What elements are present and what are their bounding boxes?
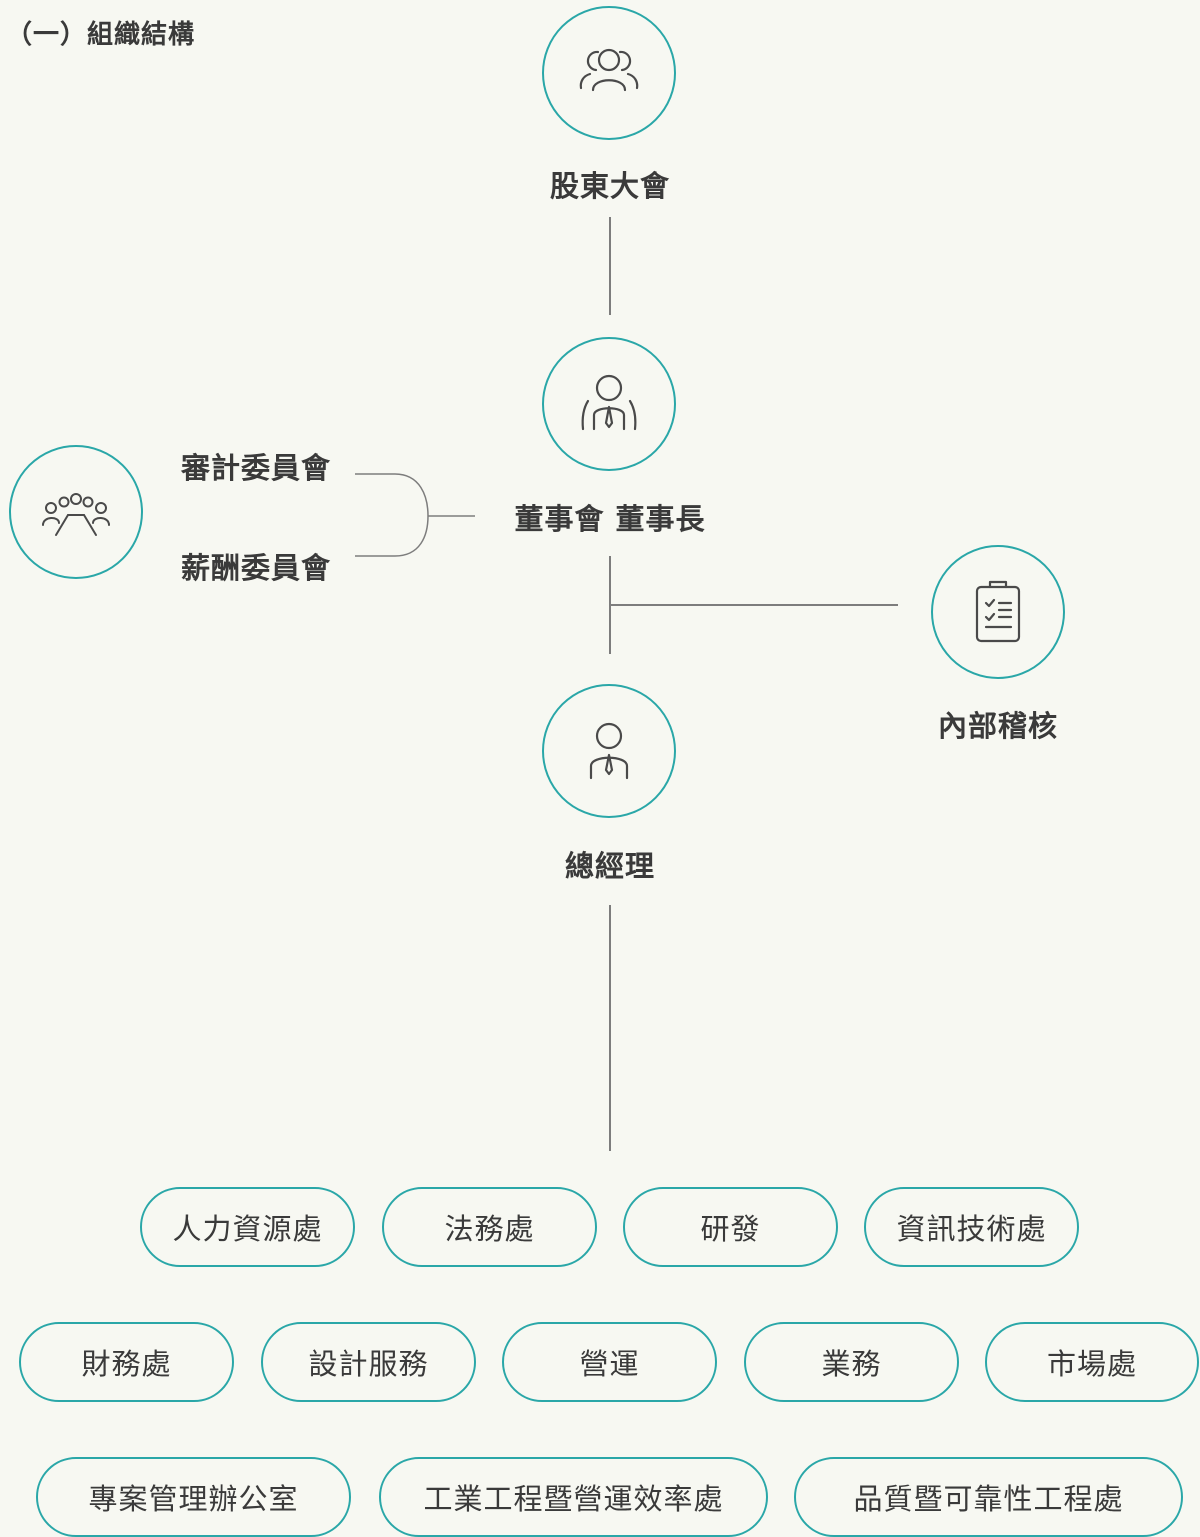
internal-audit-node <box>931 545 1065 679</box>
board-node <box>542 337 676 471</box>
shareholders-node <box>542 6 676 140</box>
department-operations: 營運 <box>502 1322 717 1402</box>
meeting-icon <box>42 493 110 536</box>
department-quality-reliability: 品質暨可靠性工程處 <box>794 1457 1183 1537</box>
committees-node <box>9 445 143 579</box>
connector-line <box>610 604 898 606</box>
department-hr: 人力資源處 <box>140 1187 355 1267</box>
gm-label: 總經理 <box>564 849 655 883</box>
connector-line <box>609 905 611 1151</box>
gm-node <box>542 684 676 818</box>
department-rd: 研發 <box>623 1187 838 1267</box>
committee-bracket <box>355 473 475 557</box>
department-marketing: 市場處 <box>985 1322 1199 1402</box>
page-title: （一）組織結構 <box>6 20 196 50</box>
department-pmo: 專案管理辦公室 <box>36 1457 351 1537</box>
department-finance: 財務處 <box>19 1322 234 1402</box>
internal-audit-label: 內部稽核 <box>937 709 1058 743</box>
group-icon <box>579 48 639 92</box>
connector-line <box>609 556 611 654</box>
audit-committee-label: 審計委員會 <box>180 451 331 485</box>
checklist-icon <box>975 580 1021 643</box>
board-label: 董事會 董事長 <box>514 502 706 536</box>
compensation-committee-label: 薪酬委員會 <box>180 551 331 585</box>
department-legal: 法務處 <box>382 1187 597 1267</box>
department-it: 資訊技術處 <box>864 1187 1079 1267</box>
department-design-service: 設計服務 <box>261 1322 476 1402</box>
manager-icon <box>589 722 629 780</box>
connector-line <box>609 217 611 315</box>
department-sales: 業務 <box>744 1322 959 1402</box>
department-industrial-engineering: 工業工程暨營運效率處 <box>379 1457 768 1537</box>
chairman-icon <box>581 374 637 431</box>
shareholders-label: 股東大會 <box>549 169 670 203</box>
